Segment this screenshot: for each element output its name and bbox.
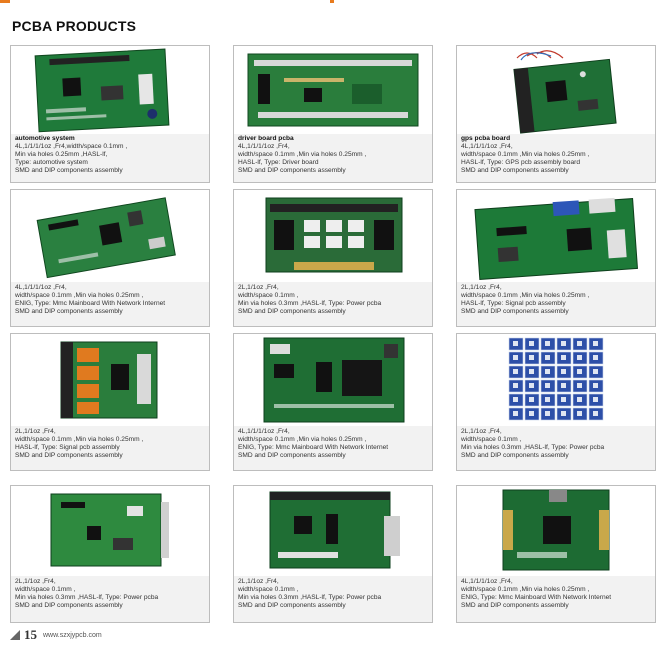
product-card: 2L,1/1oz ,Fr4, width/space 0.1mm ,Min vi… — [456, 189, 656, 327]
spec-line: width/space 0.1mm ,Min via holes 0.25mm … — [461, 586, 590, 594]
spec-line: SMD and DIP components assembly — [238, 452, 346, 460]
spec-line: SMD and DIP components assembly — [238, 167, 346, 175]
product-card: 2L,1/1oz ,Fr4, width/space 0.1mm , Min v… — [233, 189, 433, 327]
spec-line: 4L,1/1/1/1oz ,Fr4, — [15, 284, 67, 291]
spec-line: HASL-lf, Type: GPS pcb assembly board — [461, 159, 580, 167]
product-caption: 4L,1/1/1/1oz ,Fr4, width/space 0.1mm ,Mi… — [461, 578, 653, 620]
spec-line: ENIG, Type: Mmc Mainboard With Network I… — [238, 444, 389, 452]
spec-line: SMD and DIP components assembly — [461, 308, 569, 316]
spec-line: SMD and DIP components assembly — [461, 167, 569, 175]
spec-line: width/space 0.1mm , — [461, 436, 522, 444]
product-photo — [234, 190, 432, 282]
product-photo — [11, 486, 209, 576]
spec-line: SMD and DIP components assembly — [461, 602, 569, 610]
spec-line: Min via holes 0.25mm ,HASL-lf, — [15, 151, 108, 159]
spec-line: HASL-lf, Type: Signal pcb assembly — [15, 444, 120, 452]
spec-line: SMD and DIP components assembly — [238, 308, 346, 316]
spec-line: SMD and DIP components assembly — [461, 452, 569, 460]
spec-line: HASL-lf, Type: Signal pcb assembly — [461, 300, 566, 308]
spec-line: 2L,1/1oz ,Fr4, — [238, 284, 279, 291]
product-card: automotive system 4L,1/1/1/1oz ,Fr4,widt… — [10, 45, 210, 183]
product-name: gps pcba board — [461, 135, 511, 142]
spec-line: ENIG, Type: Mmc Mainboard With Network I… — [15, 300, 166, 308]
spec-line: 2L,1/1oz ,Fr4, — [461, 284, 502, 291]
spec-line: width/space 0.1mm ,Min via holes 0.25mm … — [15, 292, 144, 300]
product-card: 2L,1/1oz ,Fr4, width/space 0.1mm ,Min vi… — [10, 333, 210, 471]
product-caption: 2L,1/1oz ,Fr4, width/space 0.1mm ,Min vi… — [461, 284, 653, 324]
product-caption: driver board pcba 4L,1/1/1/1oz ,Fr4, wid… — [238, 135, 430, 180]
spec-line: Min via holes 0.3mm ,HASL-lf, Type: Powe… — [461, 444, 605, 452]
spec-line: Type: automotive system — [15, 159, 88, 167]
spec-line: width/space 0.1mm ,Min via holes 0.25mm … — [461, 292, 590, 300]
spec-line: width/space 0.1mm ,Min via holes 0.25mm … — [461, 151, 590, 159]
product-caption: gps pcba board 4L,1/1/1/1oz ,Fr4, width/… — [461, 135, 653, 180]
spec-line: 4L,1/1/1/1oz ,Fr4, — [238, 428, 290, 435]
product-photo — [457, 190, 655, 282]
page-footer: 15 www.szxjypcb.com — [10, 627, 102, 642]
spec-line: HASL-lf, Type: Driver board — [238, 159, 319, 167]
spec-line: SMD and DIP components assembly — [15, 308, 123, 316]
page-number: 15 — [24, 627, 37, 642]
product-grid: automotive system 4L,1/1/1/1oz ,Fr4,widt… — [10, 45, 656, 623]
spec-line: SMD and DIP components assembly — [238, 602, 346, 610]
page-title: PCBA PRODUCTS — [12, 18, 137, 34]
product-photo — [457, 334, 655, 426]
spec-line: 4L,1/1/1/1oz ,Fr4, — [461, 143, 513, 151]
spec-line: ENIG, Type: Mmc Mainboard With Network I… — [461, 594, 612, 602]
spec-line: width/space 0.1mm , — [238, 292, 299, 300]
product-caption: 2L,1/1oz ,Fr4, width/space 0.1mm , Min v… — [238, 578, 430, 620]
spec-line: SMD and DIP components assembly — [15, 167, 123, 175]
panelized-boards — [508, 337, 604, 421]
spec-line: width/space 0.1mm , — [238, 586, 299, 594]
product-caption: 4L,1/1/1/1oz ,Fr4, width/space 0.1mm ,Mi… — [238, 428, 430, 468]
product-name: automotive system — [15, 135, 75, 142]
product-card: 2L,1/1oz ,Fr4, width/space 0.1mm , Min v… — [10, 485, 210, 623]
product-caption: 2L,1/1oz ,Fr4, width/space 0.1mm ,Min vi… — [15, 428, 207, 468]
product-photo — [457, 46, 655, 134]
product-photo — [11, 46, 209, 134]
product-name: driver board pcba — [238, 135, 294, 142]
product-photo — [457, 486, 655, 576]
product-caption: automotive system 4L,1/1/1/1oz ,Fr4,widt… — [15, 135, 207, 180]
spec-line: 4L,1/1/1/1oz ,Fr4, — [238, 143, 290, 151]
spec-line: width/space 0.1mm ,Min via holes 0.25mm … — [15, 436, 144, 444]
spec-line: SMD and DIP components assembly — [15, 452, 123, 460]
website-url: www.szxjypcb.com — [43, 631, 102, 639]
product-photo — [234, 486, 432, 576]
product-photo — [11, 190, 209, 282]
spec-line: Min via holes 0.3mm ,HASL-lf, Type: Powe… — [238, 300, 382, 308]
product-caption: 2L,1/1oz ,Fr4, width/space 0.1mm , Min v… — [15, 578, 207, 620]
spec-line: 4L,1/1/1/1oz ,Fr4,width/space 0.1mm , — [15, 143, 128, 151]
product-card: gps pcba board 4L,1/1/1/1oz ,Fr4, width/… — [456, 45, 656, 183]
spec-line: width/space 0.1mm , — [15, 586, 76, 594]
product-caption: 2L,1/1oz ,Fr4, width/space 0.1mm , Min v… — [461, 428, 653, 468]
spec-line: SMD and DIP components assembly — [15, 602, 123, 610]
product-card: 2L,1/1oz ,Fr4, width/space 0.1mm , Min v… — [233, 485, 433, 623]
product-photo — [11, 334, 209, 426]
product-photo — [234, 46, 432, 134]
spec-line: Min via holes 0.3mm ,HASL-lf, Type: Powe… — [15, 594, 159, 602]
spec-line: 4L,1/1/1/1oz ,Fr4, — [461, 578, 513, 585]
spec-line: Min via holes 0.3mm ,HASL-lf, Type: Powe… — [238, 594, 382, 602]
triangle-icon — [10, 630, 20, 640]
top-accent-mark — [330, 0, 334, 3]
spec-line: 2L,1/1oz ,Fr4, — [15, 428, 56, 435]
product-card: 4L,1/1/1/1oz ,Fr4, width/space 0.1mm ,Mi… — [456, 485, 656, 623]
product-caption: 2L,1/1oz ,Fr4, width/space 0.1mm , Min v… — [238, 284, 430, 324]
spec-line: width/space 0.1mm ,Min via holes 0.25mm … — [238, 151, 367, 159]
product-photo — [234, 334, 432, 426]
product-card: 2L,1/1oz ,Fr4, width/space 0.1mm , Min v… — [456, 333, 656, 471]
product-card: driver board pcba 4L,1/1/1/1oz ,Fr4, wid… — [233, 45, 433, 183]
spec-line: 2L,1/1oz ,Fr4, — [15, 578, 56, 585]
product-caption: 4L,1/1/1/1oz ,Fr4, width/space 0.1mm ,Mi… — [15, 284, 207, 324]
top-accent-bar — [0, 0, 10, 3]
spec-line: 2L,1/1oz ,Fr4, — [238, 578, 279, 585]
spec-line: width/space 0.1mm ,Min via holes 0.25mm … — [238, 436, 367, 444]
spec-line: 2L,1/1oz ,Fr4, — [461, 428, 502, 435]
product-card: 4L,1/1/1/1oz ,Fr4, width/space 0.1mm ,Mi… — [10, 189, 210, 327]
product-card: 4L,1/1/1/1oz ,Fr4, width/space 0.1mm ,Mi… — [233, 333, 433, 471]
